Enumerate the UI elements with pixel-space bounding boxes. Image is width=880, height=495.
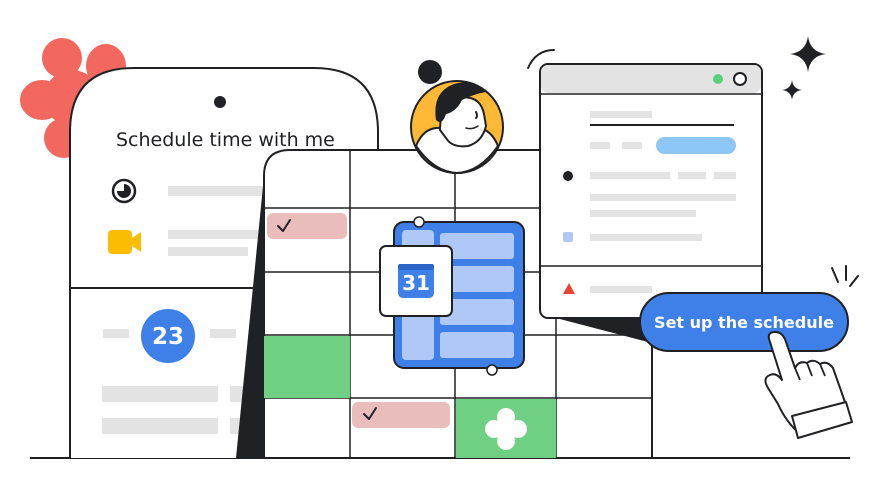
- avatar-hair: [435, 82, 486, 122]
- checkmark-icon-2: [363, 407, 377, 420]
- checkmark-icon: [277, 219, 291, 232]
- window-placeholder-9: [590, 234, 702, 241]
- square-bullet-icon: [563, 232, 573, 242]
- date-badge-circle: [141, 309, 195, 363]
- available-slot-flower: [456, 399, 556, 458]
- phone-placeholder-bar-3: [102, 418, 218, 434]
- window-placeholder-3: [622, 142, 642, 149]
- time-slot-1: [440, 233, 514, 259]
- window-placeholder-6: [714, 172, 736, 179]
- clock-row-placeholder: [168, 186, 278, 196]
- set-up-schedule-button[interactable]: Set up the schedule: [639, 292, 849, 352]
- resize-handle-top[interactable]: [413, 216, 425, 228]
- video-row-placeholder-1: [168, 230, 278, 239]
- alert-triangle-icon: [563, 283, 575, 294]
- window-placeholder-10: [590, 286, 652, 293]
- calendar-card-shadow: [236, 176, 264, 458]
- available-slot-green: [264, 336, 350, 398]
- booked-event-top: [267, 213, 347, 239]
- flower-icon: [485, 408, 527, 450]
- window-placeholder-8: [590, 210, 696, 217]
- phone-card-title: Schedule time with me: [116, 129, 335, 151]
- video-camera-icon: [108, 230, 141, 254]
- time-slot-2: [440, 266, 514, 292]
- user-avatar: [410, 60, 504, 175]
- resize-handle-bottom[interactable]: [486, 364, 498, 376]
- sparkle-decoration: [782, 36, 826, 100]
- date-badge-number: 23: [152, 324, 184, 350]
- video-row-placeholder-2: [168, 247, 248, 256]
- phone-camera-dot: [214, 96, 226, 108]
- pointing-hand-cursor-icon: [764, 331, 853, 439]
- click-burst-decoration: [831, 265, 859, 287]
- avatar-hair-bun: [418, 60, 442, 84]
- time-slot-3: [440, 299, 514, 325]
- window-placeholder-7: [590, 194, 736, 201]
- calendar-app-icon: 31: [379, 245, 453, 317]
- browser-window: [527, 49, 763, 319]
- booked-event-bottom: [352, 402, 450, 428]
- window-placeholder-2: [590, 142, 610, 149]
- window-placeholder-4: [590, 172, 670, 179]
- clock-icon: [111, 178, 137, 204]
- window-status-dot: [713, 74, 723, 84]
- bullet-dot-icon: [563, 171, 573, 181]
- window-blue-pill[interactable]: [656, 137, 736, 154]
- window-control-circle[interactable]: [733, 72, 747, 86]
- phone-placeholder-bar-1: [102, 386, 218, 402]
- cta-shadow: [556, 318, 648, 342]
- window-placeholder-5: [678, 172, 706, 179]
- set-up-schedule-label: Set up the schedule: [654, 313, 834, 332]
- calendar-app-icon-day: 31: [402, 271, 430, 295]
- date-row-placeholder-right: [210, 329, 236, 338]
- window-placeholder-1: [590, 111, 652, 118]
- date-row-placeholder-left: [103, 329, 129, 338]
- time-slot-4: [440, 332, 514, 358]
